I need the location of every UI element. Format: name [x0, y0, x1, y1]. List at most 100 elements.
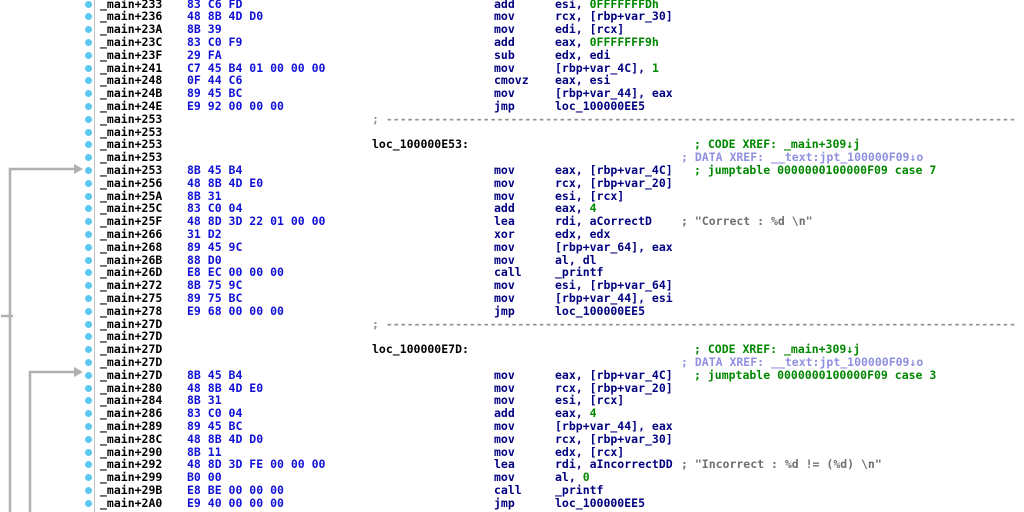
row-operands[interactable]: edx, edi	[555, 48, 610, 62]
row-operands[interactable]: [rbp+var_44], esi	[555, 291, 673, 305]
row-operands[interactable]: loc_100000EE5	[555, 304, 645, 318]
row-operands[interactable]: [rbp+var_44], eax	[555, 87, 673, 100]
breakpoint-dot-icon[interactable]	[85, 422, 92, 430]
row-operands[interactable]: rcx, [rbp+var_30]	[555, 10, 673, 23]
row-operands[interactable]: rcx, [rbp+var_20]	[555, 176, 673, 190]
breakpoint-dot-icon[interactable]	[85, 282, 92, 290]
breakpoint-dot-icon[interactable]	[85, 397, 92, 405]
breakpoint-dot-icon[interactable]	[85, 64, 92, 72]
breakpoint-dot-icon[interactable]	[85, 128, 92, 136]
row-operands[interactable]: _printf	[555, 483, 603, 497]
row-operands[interactable]: esi, [rbp+var_64]	[555, 279, 673, 292]
row-operands[interactable]: edx, edx	[555, 227, 610, 241]
row-operands[interactable]: eax, 0FFFFFFF9h	[555, 35, 659, 49]
listing-row[interactable]: _main+27D; -----------------------------…	[0, 317, 1024, 331]
breakpoint-dot-icon[interactable]	[85, 26, 92, 34]
row-operands[interactable]: rdi, aCorrectD	[555, 215, 652, 228]
listing-row[interactable]: _main+253; DATA XREF: __text:jpt_100000F…	[0, 151, 1024, 164]
row-operands[interactable]: al, dl	[555, 253, 597, 267]
listing-row[interactable]: _main+253; -----------------------------…	[0, 112, 1024, 126]
breakpoint-dot-icon[interactable]	[85, 486, 92, 494]
row-operands[interactable]: [rbp+var_64], eax	[555, 240, 673, 254]
row-operands[interactable]: al, 0	[555, 471, 590, 484]
breakpoint-dot-icon[interactable]	[85, 269, 92, 277]
breakpoint-dot-icon[interactable]	[85, 0, 92, 8]
row-operands[interactable]: edi, [rcx]	[555, 23, 624, 36]
row-operands[interactable]: eax, 4	[555, 407, 597, 420]
row-operands[interactable]: rdi, aIncorrectDD	[555, 458, 673, 471]
breakpoint-dot-icon[interactable]	[85, 154, 92, 162]
row-operands[interactable]: eax, [rbp+var_4C]	[555, 163, 673, 177]
breakpoint-dot-icon[interactable]	[85, 294, 92, 302]
breakpoint-dot-icon[interactable]	[85, 448, 92, 456]
row-operands[interactable]: loc_100000EE5	[555, 99, 645, 113]
breakpoint-dot-icon[interactable]	[85, 102, 92, 110]
breakpoint-dot-icon[interactable]	[85, 358, 92, 366]
breakpoint-dot-icon[interactable]	[85, 410, 92, 418]
row-operands[interactable]: [rbp+var_44], eax	[555, 419, 673, 433]
row-operands[interactable]: esi, [rcx]	[555, 394, 624, 407]
breakpoint-dot-icon[interactable]	[85, 90, 92, 98]
breakpoint-dot-icon[interactable]	[85, 38, 92, 46]
row-operands[interactable]: rcx, [rbp+var_20]	[555, 381, 673, 395]
breakpoint-dot-icon[interactable]	[85, 474, 92, 482]
breakpoint-dot-icon[interactable]	[85, 192, 92, 200]
breakpoint-dot-icon[interactable]	[85, 166, 92, 174]
breakpoint-dot-icon[interactable]	[85, 320, 92, 328]
breakpoint-dot-icon[interactable]	[85, 384, 92, 392]
breakpoint-dot-icon[interactable]	[85, 77, 92, 85]
listing-row[interactable]: _main+27D	[0, 330, 1024, 343]
breakpoint-dot-icon[interactable]	[85, 141, 92, 149]
breakpoint-dot-icon[interactable]	[85, 256, 92, 264]
breakpoint-dot-icon[interactable]	[85, 307, 92, 315]
row-operands[interactable]: loc_100000EE5	[555, 496, 645, 510]
row-operands[interactable]: esi, 0FFFFFFFDh	[555, 0, 659, 10]
listing-row[interactable]: _main+27D; DATA XREF: __text:jpt_100000F…	[0, 356, 1024, 369]
row-operands[interactable]: [rbp+var_4C], 1	[555, 61, 659, 75]
breakpoint-dot-icon[interactable]	[85, 435, 92, 443]
breakpoint-dot-icon[interactable]	[85, 218, 92, 226]
row-operands[interactable]: _printf	[555, 266, 603, 279]
breakpoint-dot-icon[interactable]	[85, 179, 92, 187]
row-operands[interactable]: eax, 4	[555, 202, 597, 215]
row-operands[interactable]: edx, [rcx]	[555, 445, 624, 459]
breakpoint-dot-icon[interactable]	[85, 333, 92, 341]
row-operands[interactable]: eax, esi	[555, 74, 610, 87]
row-operands[interactable]: rcx, [rbp+var_30]	[555, 432, 673, 446]
breakpoint-dot-icon[interactable]	[85, 230, 92, 238]
breakpoint-dot-icon[interactable]	[85, 499, 92, 507]
